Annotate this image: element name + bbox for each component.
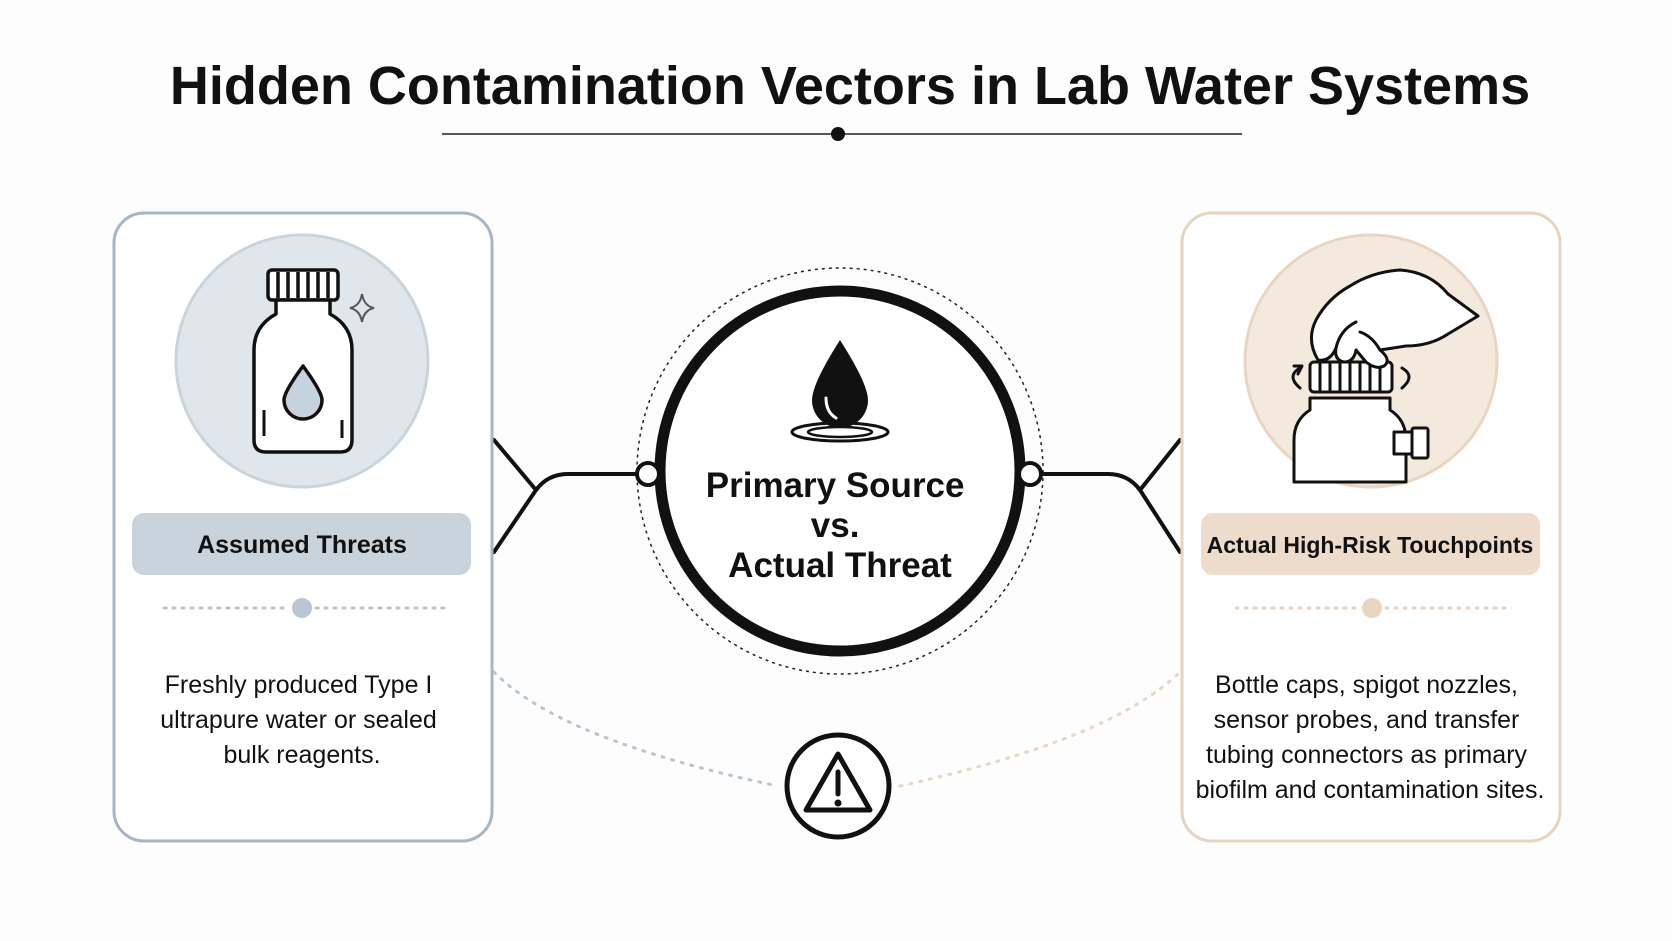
right-description: Bottle caps, spigot nozzles, sensor prob… xyxy=(1196,671,1545,804)
right-desc-line-4: biofilm and contamination sites. xyxy=(1196,776,1545,804)
page-title: Hidden Contamination Vectors in Lab Wate… xyxy=(170,56,1530,116)
right-label-box xyxy=(1201,513,1540,575)
right-desc-line-1: Bottle caps, spigot nozzles, xyxy=(1215,671,1518,699)
right-desc-line-3: tubing connectors as primary xyxy=(1206,741,1527,769)
water-bottle-icon xyxy=(252,268,354,454)
right-divider xyxy=(1234,598,1510,618)
left-description: Freshly produced Type I ultrapure water … xyxy=(160,671,444,769)
center-line-2: vs. xyxy=(811,506,860,545)
right-desc-line-2: sensor probes, and transfer xyxy=(1214,706,1520,734)
right-panel: Actual High-Risk Touchpoints Bottle caps… xyxy=(1180,211,1562,843)
warning-icon xyxy=(784,732,892,840)
left-connector xyxy=(492,438,650,554)
left-label-box xyxy=(132,513,471,575)
center-hub: Primary Source vs. Actual Threat xyxy=(635,267,1044,675)
left-node xyxy=(635,461,661,487)
title-divider xyxy=(442,127,1242,141)
right-node xyxy=(1017,461,1043,487)
left-desc-line-1: Freshly produced Type I xyxy=(165,671,433,699)
right-label: Actual High-Risk Touchpoints xyxy=(1207,532,1534,558)
hand-twisting-cap-icon xyxy=(1291,268,1480,484)
center-text: Primary Source vs. Actual Threat xyxy=(706,466,974,585)
sparkle-icon xyxy=(349,293,375,323)
left-panel: Assumed Threats Freshly produced Type I … xyxy=(112,211,494,843)
left-label: Assumed Threats xyxy=(197,531,407,559)
left-desc-line-2: ultrapure water or sealed xyxy=(160,706,437,734)
center-line-1: Primary Source xyxy=(706,466,965,505)
left-dotted-arc xyxy=(492,670,780,788)
right-dotted-arc xyxy=(898,670,1182,788)
center-line-3: Actual Threat xyxy=(728,546,952,585)
right-connector xyxy=(1028,438,1182,554)
left-divider xyxy=(162,598,446,618)
water-drop-icon xyxy=(790,340,890,443)
left-desc-line-3: bulk reagents. xyxy=(223,741,380,769)
